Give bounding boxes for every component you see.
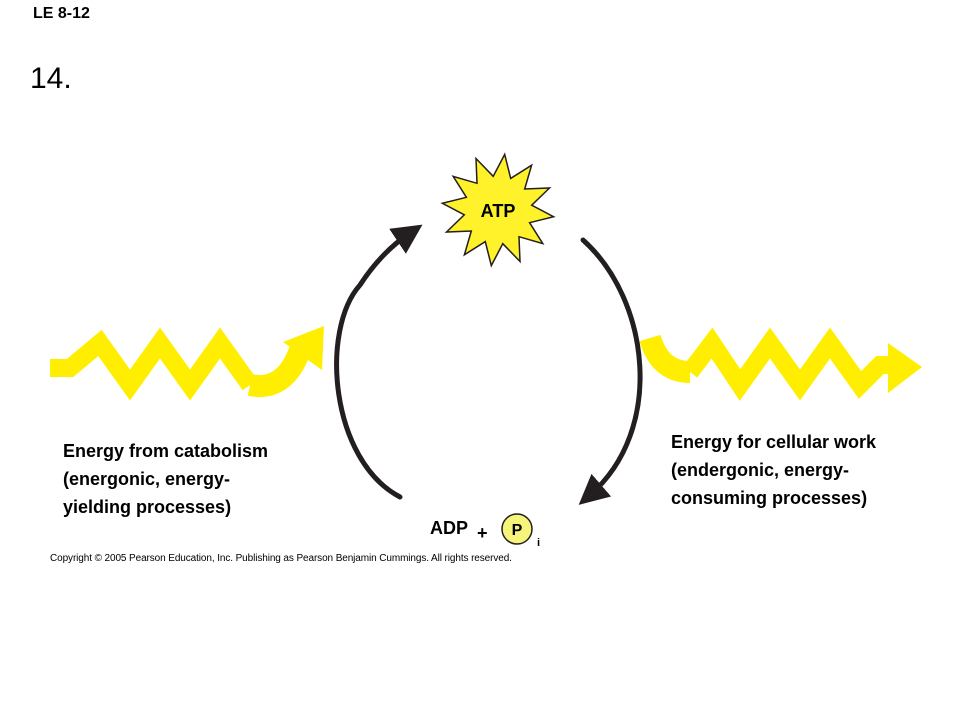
outgoing-energy-zigzag xyxy=(639,327,922,401)
incoming-energy-arrowhead xyxy=(283,326,324,370)
atp-burst xyxy=(440,152,556,268)
incoming-energy-curve xyxy=(247,345,311,397)
outgoing-energy-wave xyxy=(682,327,890,401)
incoming-energy-zigzag xyxy=(50,326,324,401)
phosphate-label: P xyxy=(512,522,523,539)
cellular-work-label-line: (endergonic, energy- xyxy=(671,460,850,480)
plus-sign: + xyxy=(477,523,488,543)
adp-label: ADP xyxy=(430,518,469,538)
cellular-work-label-line: Energy for cellular work xyxy=(671,432,877,452)
figure-label: LE 8-12 xyxy=(33,5,90,22)
question-number: 14. xyxy=(30,62,72,95)
hydrolysis-arrow xyxy=(578,237,643,505)
catabolism-energy-label: Energy from catabolism (energonic, energ… xyxy=(63,437,268,521)
outgoing-energy-curve xyxy=(639,334,691,383)
phosphate-subscript: i xyxy=(537,537,541,549)
atp-label: ATP xyxy=(481,201,516,221)
outgoing-energy-arrowhead xyxy=(888,343,922,393)
cellular-work-energy-label: Energy for cellular work (endergonic, en… xyxy=(671,428,876,512)
copyright-notice: Copyright © 2005 Pearson Education, Inc.… xyxy=(50,553,512,564)
incoming-energy-wave xyxy=(50,327,258,401)
synthesis-arrow xyxy=(334,224,423,500)
catabolism-label-line: yielding processes) xyxy=(63,497,232,517)
catabolism-label-line: (energonic, energy- xyxy=(63,469,231,489)
cellular-work-label-line: consuming processes) xyxy=(671,488,868,508)
phosphate-circle xyxy=(501,513,533,545)
catabolism-label-line: Energy from catabolism xyxy=(63,441,269,461)
